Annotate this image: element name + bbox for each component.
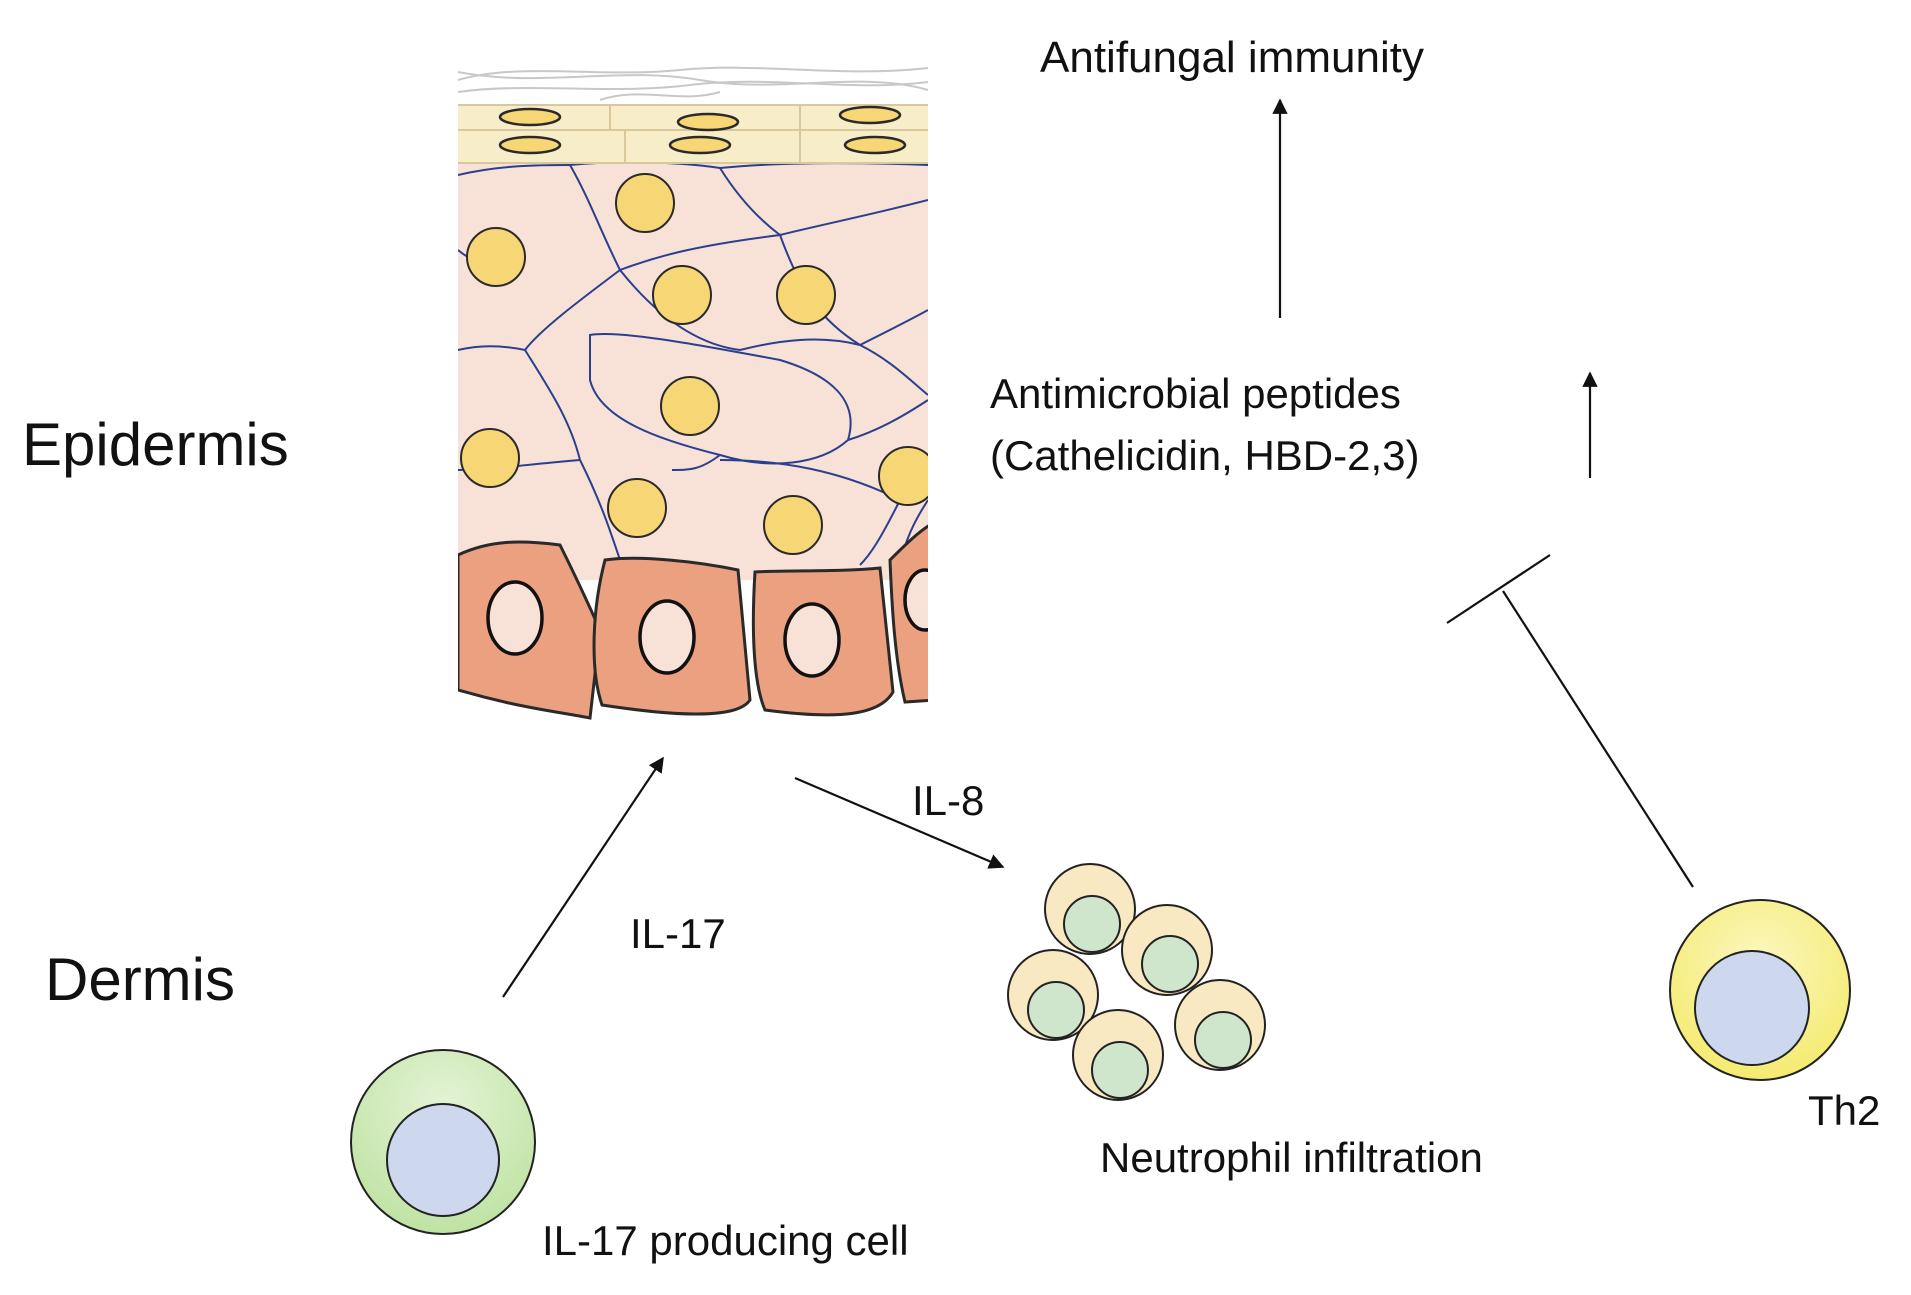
labels: Epidermis Dermis Antifungal immunity Ant… bbox=[22, 33, 1880, 1264]
antimicrobial-peptides-label: Antimicrobial peptides bbox=[990, 370, 1401, 417]
nucleus bbox=[776, 265, 836, 325]
antifungal-immunity-label: Antifungal immunity bbox=[1040, 33, 1424, 82]
arrow-il17 bbox=[502, 756, 664, 998]
il8-label: IL-8 bbox=[912, 777, 984, 824]
arrows bbox=[502, 98, 1694, 998]
arrow-il8 bbox=[794, 776, 1005, 869]
nucleus bbox=[763, 495, 823, 555]
spinous-nuclei bbox=[460, 173, 928, 555]
il17-producing-cell bbox=[350, 1049, 536, 1235]
inhibition-bar bbox=[1446, 554, 1551, 624]
spinous-layer-background bbox=[458, 160, 928, 580]
il17-cell-nucleus bbox=[386, 1103, 500, 1217]
neutrophil bbox=[1044, 863, 1136, 955]
basal-nucleus bbox=[486, 580, 544, 656]
basal-nucleus bbox=[638, 599, 696, 675]
stratum-corneum-band bbox=[458, 66, 928, 164]
nucleus bbox=[615, 173, 675, 233]
il17-producing-cell-label: IL-17 producing cell bbox=[542, 1217, 909, 1264]
epidermis-label: Epidermis bbox=[22, 411, 289, 478]
nucleus bbox=[466, 227, 526, 287]
nucleus bbox=[460, 428, 520, 488]
neutrophil bbox=[1174, 979, 1266, 1071]
neutrophil-infiltration-label: Neutrophil infiltration bbox=[1100, 1134, 1483, 1181]
inhibition-line-th2 bbox=[1502, 590, 1694, 888]
epidermis-tissue-illustration bbox=[458, 66, 928, 720]
neutrophil bbox=[1072, 1009, 1164, 1101]
il17-label: IL-17 bbox=[630, 910, 726, 957]
th2-label: Th2 bbox=[1808, 1087, 1880, 1134]
basal-nucleus bbox=[783, 602, 841, 678]
nucleus bbox=[652, 265, 712, 325]
neutrophil bbox=[1007, 949, 1099, 1041]
th2-cell-nucleus bbox=[1694, 950, 1810, 1066]
dermis-label: Dermis bbox=[45, 946, 235, 1013]
nucleus bbox=[878, 446, 928, 506]
antimicrobial-peptides-examples: (Cathelicidin, HBD-2,3) bbox=[990, 432, 1419, 479]
neutrophil bbox=[1121, 904, 1213, 996]
th2-cell bbox=[1669, 899, 1851, 1081]
nucleus bbox=[607, 478, 667, 538]
neutrophil-cluster bbox=[1007, 863, 1266, 1101]
basal-nucleus bbox=[903, 568, 928, 632]
basal-layer bbox=[458, 524, 928, 720]
nucleus bbox=[660, 376, 720, 436]
